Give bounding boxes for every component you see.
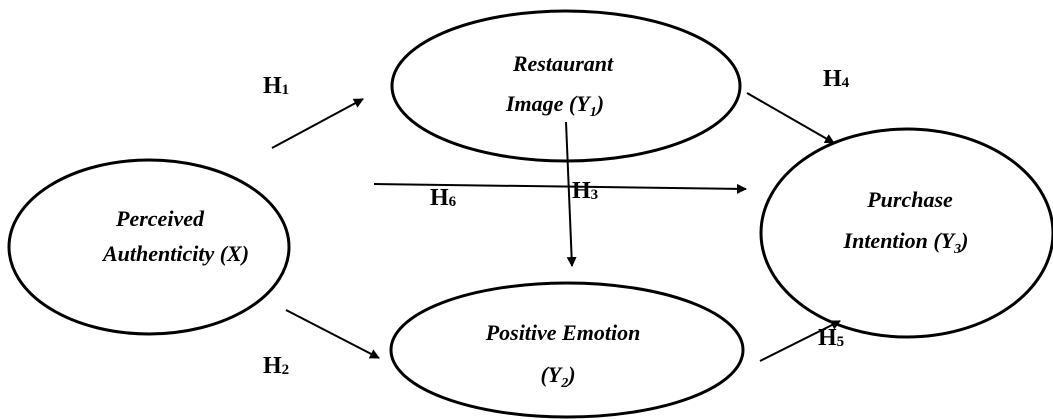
label-h2-sub: 2 <box>282 362 290 378</box>
node-positive-emotion-line2: (Y2) <box>540 362 575 391</box>
svg-text:H4: H4 <box>823 66 850 92</box>
svg-text:H5: H5 <box>818 325 844 351</box>
svg-text:H1: H1 <box>263 73 289 99</box>
label-h4: H4 <box>823 66 850 92</box>
label-h2: H2 <box>263 353 289 379</box>
label-h1-sub: 1 <box>282 82 290 98</box>
label-h3: H3 <box>572 178 598 204</box>
label-h1-letter: H <box>263 73 282 99</box>
node-purchase-intention-line1: Purchase <box>866 187 953 212</box>
node-positive-emotion-line1: Positive Emotion <box>485 320 641 345</box>
arrow-h2 <box>285 309 380 359</box>
node-perceived-authenticity-line2: Authenticity (X) <box>101 241 249 266</box>
node-positive-emotion-line2-suffix: ) <box>566 362 575 387</box>
label-h5: H5 <box>818 325 844 351</box>
label-h3-sub: 3 <box>591 187 599 203</box>
node-restaurant-image-line2-sub: 1 <box>590 105 597 120</box>
node-restaurant-image-line2-prefix: Image (Y <box>505 91 592 116</box>
label-h1: H1 <box>263 73 289 99</box>
node-positive-emotion-line2-sub: 2 <box>560 376 568 391</box>
label-h5-letter: H <box>818 325 837 351</box>
arrow-h6 <box>373 183 747 194</box>
node-purchase-intention-line2-suffix: ) <box>959 228 968 253</box>
node-positive-emotion-line2-prefix: (Y <box>540 362 563 387</box>
node-restaurant-image: Restaurant Image (Y1) <box>390 9 742 163</box>
node-perceived-authenticity: Perceived Authenticity (X) <box>7 158 291 336</box>
arrow-h1 <box>271 98 364 149</box>
arrow-h5 <box>759 320 841 362</box>
arrow-h3 <box>565 121 577 267</box>
label-h4-sub: 4 <box>842 75 850 91</box>
node-restaurant-image-line2-suffix: ) <box>595 91 604 116</box>
label-h6-letter: H <box>430 185 449 211</box>
node-restaurant-image-line2: Image (Y1) <box>505 91 604 120</box>
node-purchase-intention-line2-prefix: Intention (Y <box>843 228 957 253</box>
svg-text:H3: H3 <box>572 178 598 204</box>
node-purchase-intention: Purchase Intention (Y3) <box>759 127 1053 339</box>
svg-text:H2: H2 <box>263 353 289 379</box>
node-positive-emotion: Positive Emotion (Y2) <box>389 281 745 419</box>
node-purchase-intention-line2-sub: 3 <box>953 242 961 257</box>
label-h6: H6 <box>430 185 457 211</box>
node-restaurant-image-line1: Restaurant <box>512 51 614 76</box>
svg-text:H6: H6 <box>430 185 457 211</box>
label-h2-letter: H <box>263 353 282 379</box>
label-h3-letter: H <box>572 178 591 204</box>
node-purchase-intention-line2: Intention (Y3) <box>843 228 969 257</box>
label-h4-letter: H <box>823 66 842 92</box>
label-h6-sub: 6 <box>449 194 457 210</box>
label-h5-sub: 5 <box>837 334 845 350</box>
node-perceived-authenticity-line1: Perceived <box>115 206 205 231</box>
arrow-h4 <box>746 92 835 144</box>
